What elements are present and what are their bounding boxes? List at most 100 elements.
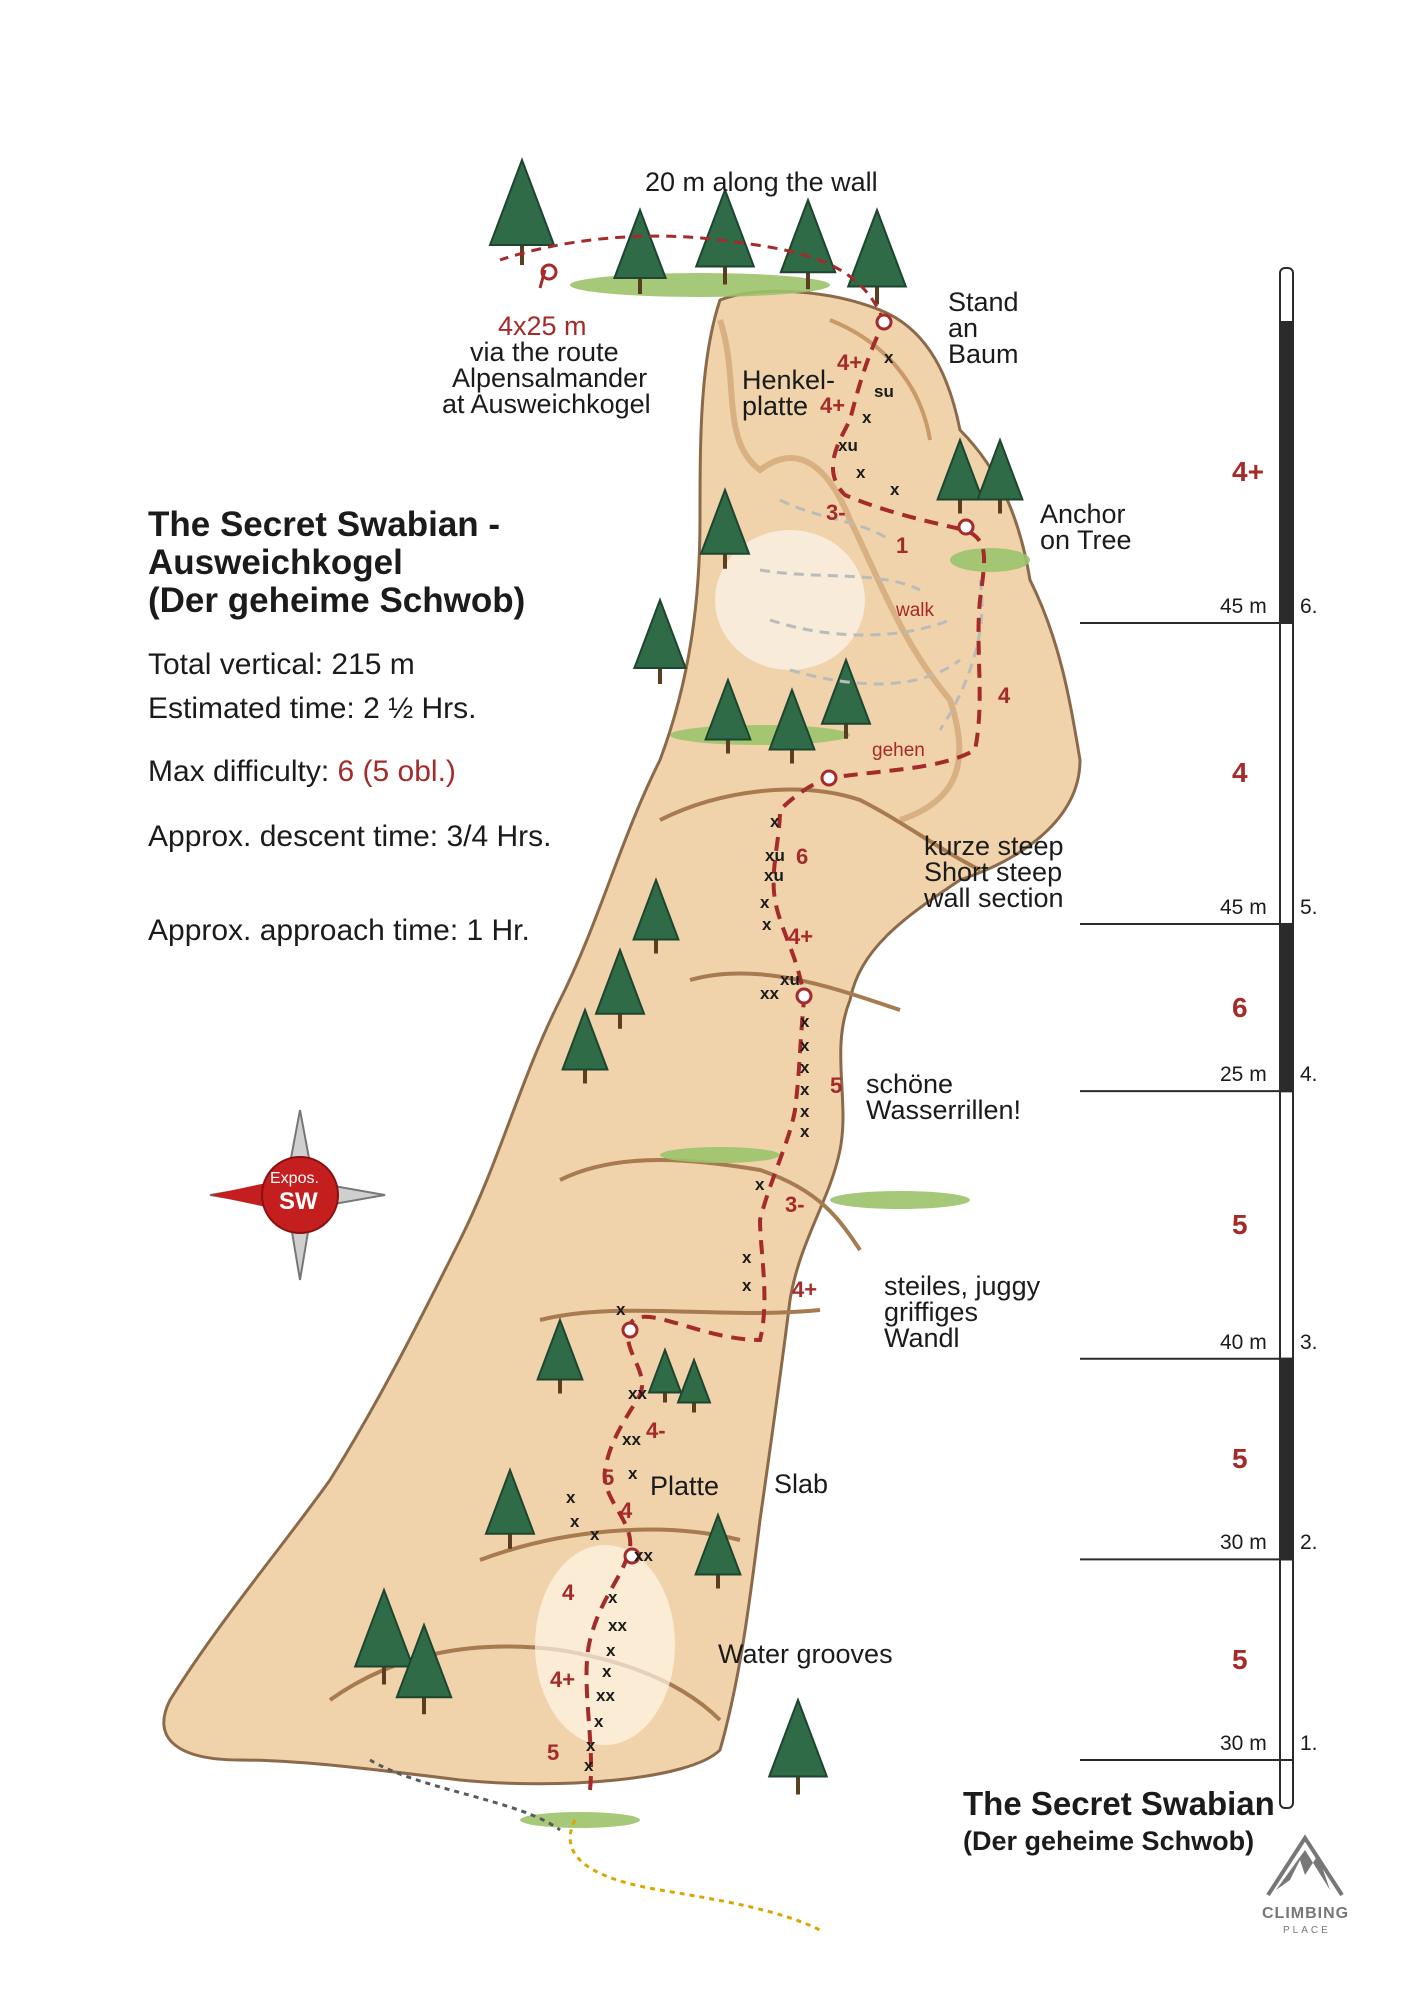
- schoene-label-1: schöne: [866, 1069, 954, 1099]
- scale-length-6.: 45 m: [1220, 594, 1267, 618]
- pitch-scale-bar: [1080, 267, 1294, 1809]
- henkel-label-1: Henkel-: [742, 365, 836, 395]
- rock-face: [162, 289, 1082, 1786]
- bolt-mark-30: xx: [634, 1546, 653, 1565]
- scale-grade-4.: 6: [1232, 991, 1248, 1023]
- bolt-mark-9: xu: [764, 866, 784, 885]
- route-grade-1: 4+: [837, 350, 863, 375]
- tree-14: [594, 947, 646, 1029]
- scale-segment-2.: [1279, 1357, 1294, 1561]
- steiles-label-1: steiles, juggy: [884, 1271, 1041, 1301]
- scale-length-1.: 30 m: [1220, 1732, 1267, 1755]
- kurze-label-3: wall section: [924, 883, 1064, 913]
- climbing-place-logo-mark: [1266, 1834, 1344, 1897]
- descent-time: Approx. descent time: 3/4 Hrs.: [148, 820, 552, 853]
- route-grade-4: 1: [896, 533, 909, 558]
- bolt-mark-15: xx: [760, 984, 779, 1003]
- tree-9: [768, 687, 816, 764]
- route-title-line-3: (Der geheime Schwob): [148, 581, 526, 620]
- bolt-mark-28: x: [570, 1512, 580, 1531]
- tree-16: [536, 1317, 584, 1394]
- steiles-label-3: Wandl: [884, 1323, 960, 1353]
- bolt-mark-17: x: [800, 1080, 810, 1099]
- water-grooves-label: Water grooves: [718, 1639, 893, 1669]
- bolt-mark-14: x: [800, 1036, 810, 1055]
- bolt-mark-21: x: [742, 1248, 752, 1267]
- platte-label: Platte: [650, 1471, 720, 1501]
- scale-grade-3.: 5: [1232, 1208, 1248, 1240]
- approach-path-yellow: [568, 1819, 821, 1932]
- bolt-mark-32: xx: [608, 1616, 627, 1635]
- route-grade-10: 4+: [792, 1277, 818, 1302]
- route-title-line-1: The Secret Swabian -: [148, 505, 501, 544]
- route-grade-12: 5: [602, 1465, 615, 1490]
- compass-label-1: Expos.: [270, 1170, 319, 1187]
- route-grade-14: 4: [562, 1580, 575, 1605]
- scale-segment-6.: [1279, 321, 1294, 624]
- bolt-mark-24: xx: [628, 1384, 647, 1403]
- tree-20: [694, 1512, 742, 1589]
- bolt-mark-10: x: [760, 893, 770, 912]
- route-grade-3: 3-: [826, 500, 846, 525]
- scale-length-2.: 30 m: [1220, 1531, 1267, 1555]
- total-vertical: Total vertical: 215 m: [148, 648, 415, 681]
- henkel-label-2: platte: [742, 391, 809, 421]
- scale-length-5.: 45 m: [1220, 895, 1267, 919]
- abseil-line-4: at Ausweichkogel: [442, 389, 651, 419]
- bolt-mark-16: x: [800, 1058, 810, 1077]
- tree-12: [976, 437, 1024, 514]
- route-grade-6: 6: [796, 844, 809, 869]
- route-grade-9: 3-: [785, 1192, 805, 1217]
- abseil-line-3: Alpensalmander: [452, 363, 648, 393]
- bolt-mark-4: xu: [838, 436, 858, 455]
- scale-pitch-number-1.: 1.: [1300, 1732, 1318, 1755]
- scale-length-4.: 25 m: [1220, 1063, 1267, 1087]
- bolt-mark-7: x: [770, 812, 780, 831]
- descent-path: [499, 234, 886, 323]
- route-grade-13: 4: [620, 1498, 633, 1523]
- bolt-mark-34: x: [602, 1662, 612, 1681]
- scale-pitch-number-4.: 4.: [1300, 1063, 1318, 1087]
- bolt-mark-23: x: [616, 1300, 626, 1319]
- bolt-mark-27: x: [566, 1488, 576, 1507]
- bolt-mark-5: x: [856, 463, 866, 482]
- scale-pitch-number-6.: 6.: [1300, 594, 1318, 618]
- route-title-line-2: Ausweichkogel: [148, 543, 403, 582]
- logo-text-1: CLIMBING: [1262, 1905, 1350, 1922]
- tree-2: [612, 207, 668, 294]
- scale-segment-3.: [1279, 1090, 1294, 1360]
- scale-pitch-number-2.: 2.: [1300, 1531, 1318, 1555]
- route-grade-11: 4-: [646, 1418, 666, 1443]
- bolt-mark-1: x: [884, 348, 894, 367]
- bolt-mark-37: x: [586, 1736, 596, 1755]
- stand-line-1: Stand: [948, 287, 1019, 317]
- bolt-mark-12: xu: [780, 970, 800, 989]
- bolt-mark-35: xx: [596, 1686, 615, 1705]
- approach-path-gray: [369, 1758, 561, 1832]
- top-wall-note: 20 m along the wall: [645, 167, 878, 197]
- steiles-label-2: griffiges: [884, 1297, 979, 1327]
- abseil-length: 4x25 m: [498, 311, 587, 341]
- tree-1: [488, 157, 556, 265]
- tree-18: [676, 1357, 712, 1413]
- rappel-anchor-top: [540, 263, 558, 281]
- route-grade-5: 4: [998, 683, 1011, 708]
- tree-5: [846, 207, 908, 305]
- scale-segment-4.: [1279, 922, 1294, 1093]
- scale-segment-5.: [1279, 621, 1294, 925]
- tree-21: [353, 1587, 415, 1685]
- tree-7: [632, 597, 688, 684]
- tree-11: [936, 437, 984, 514]
- max-difficulty: Max difficulty: 6 (5 obl.): [148, 755, 456, 789]
- route-grade-8: 5: [830, 1073, 843, 1098]
- bottom-title: The Secret Swabian: [963, 1785, 1275, 1822]
- scale-pitch-number-3.: 3.: [1300, 1330, 1318, 1354]
- compass-rose: [209, 1109, 386, 1281]
- route-grade-2: 4+: [820, 393, 846, 418]
- tree-4: [779, 197, 837, 290]
- abseil-line-2: via the route: [470, 337, 619, 367]
- bolt-mark-8: xu: [765, 846, 785, 865]
- estimated-time: Estimated time: 2 ½ Hrs.: [148, 692, 477, 725]
- scale-grade-5.: 4: [1232, 757, 1248, 789]
